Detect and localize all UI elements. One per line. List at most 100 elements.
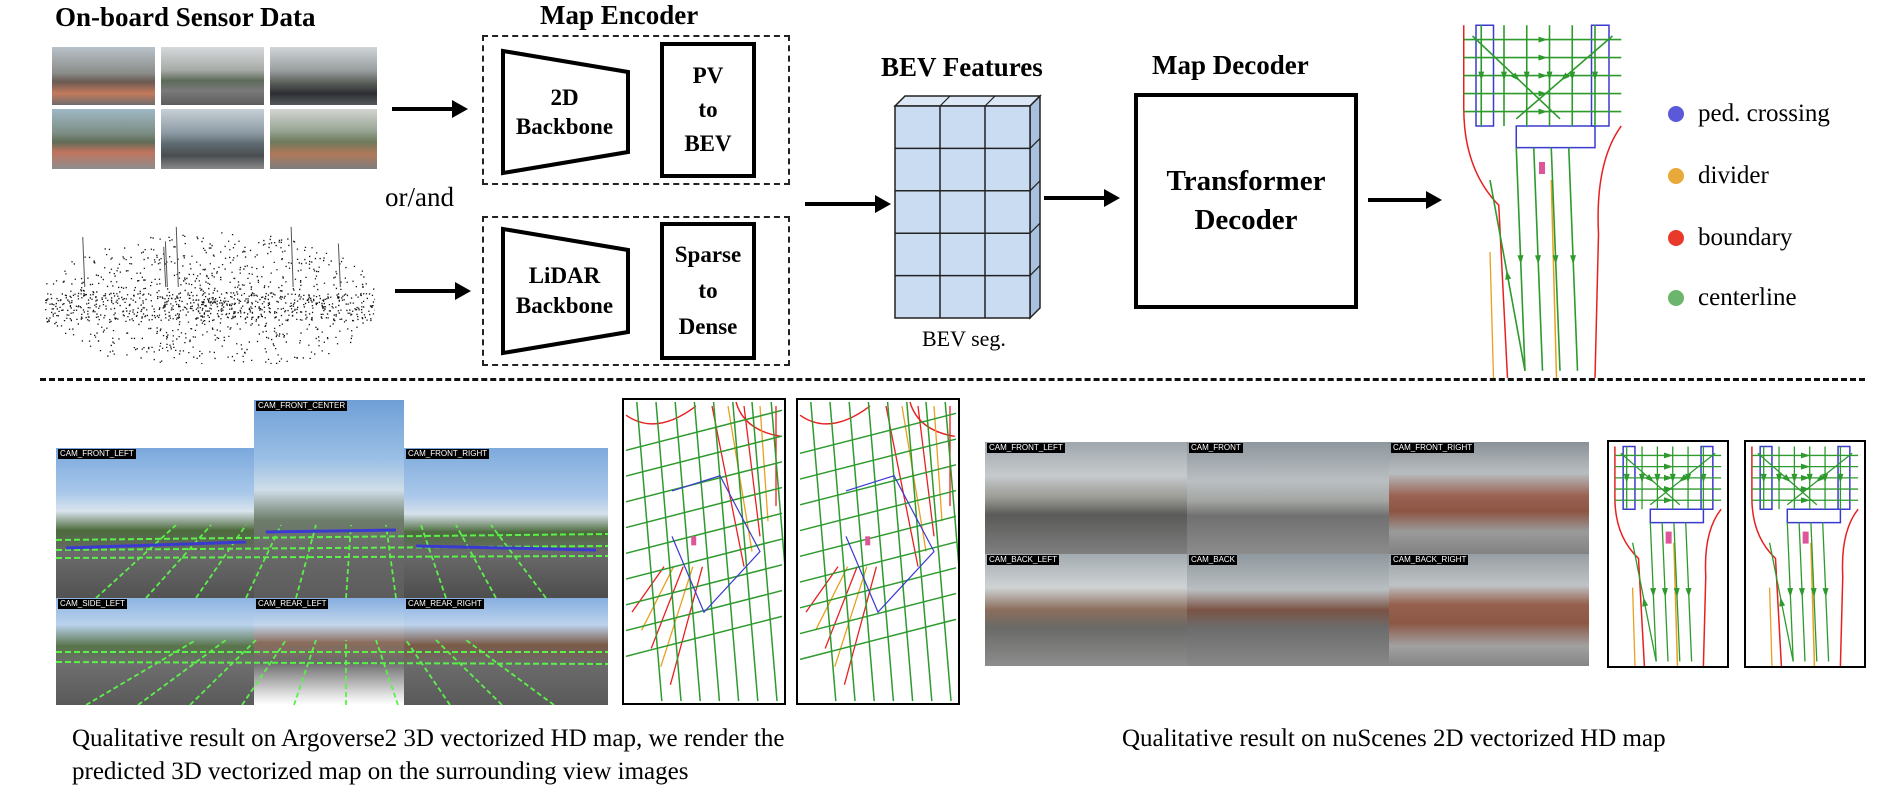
lidar-backbone-trapezoid (501, 226, 630, 356)
projected-centerline (137, 639, 227, 705)
direction-arrow (1663, 474, 1673, 481)
map-encoder-title: Map Encoder (540, 0, 699, 30)
boundary-line (799, 405, 871, 425)
centerline-segment (712, 401, 740, 702)
pv-to-bev-box: PV to BEV (660, 42, 756, 178)
centerline-segment (799, 412, 957, 455)
projected-centerline (385, 524, 397, 599)
nuscenes-cam-back-left: CAM_BACK_LEFT (985, 554, 1187, 666)
direction-arrow (1478, 71, 1485, 81)
direction-arrow (1800, 486, 1810, 493)
direction-arrow (1806, 473, 1813, 483)
argoverse-camera-mosaic: CAM_FRONT_CENTER CAM_FRONT_LEFT CAM_FRON… (56, 400, 608, 705)
lane-line (933, 406, 943, 522)
boundary-line (909, 401, 955, 438)
bev-feature-cube (893, 94, 1042, 320)
direction-arrow (1654, 473, 1661, 483)
direction-arrow (1523, 71, 1530, 81)
camera-thumbnail (161, 47, 264, 105)
direction-arrow (1663, 452, 1673, 459)
projected-centerline (195, 524, 247, 599)
direction-arrow (1798, 587, 1805, 598)
centerline-segment (810, 401, 837, 702)
projected-centerline (56, 533, 608, 541)
argoverse-map-ground-truth (796, 398, 960, 705)
sparse-to-dense-line3: Dense (678, 314, 738, 339)
centerline-segment (848, 401, 875, 702)
argoverse-cam-front-right: CAM_FRONT_RIGHT (404, 448, 608, 598)
argoverse-projected-lines (56, 524, 608, 705)
camera-thumbnail (52, 109, 155, 169)
or-and-label: or/and (385, 182, 454, 212)
centerline-segment (625, 409, 783, 452)
centerline-segment (770, 401, 784, 565)
nuscenes-map-prediction (1607, 440, 1729, 668)
boundary-line (1839, 508, 1859, 666)
pv-to-bev-line3: BEV (684, 131, 732, 156)
nuscenes-cam-front-left: CAM_FRONT_LEFT (985, 442, 1187, 554)
arrow-camera-to-encoder (392, 100, 468, 118)
bev-grid-line (1029, 137, 1041, 149)
direction-arrow (1787, 587, 1794, 598)
direction-arrow (1837, 473, 1844, 483)
direction-arrow (1538, 72, 1548, 79)
lane-line (885, 405, 919, 567)
centerline-segment (799, 464, 957, 506)
nuscenes-map-ground-truth-svg (1751, 445, 1859, 666)
lane-line (917, 405, 935, 537)
direction-arrow (1642, 597, 1649, 607)
ego-vehicle (1802, 531, 1809, 544)
direction-arrow (1592, 71, 1598, 81)
boundary-line (1751, 446, 1783, 666)
legend-dot (1668, 106, 1684, 122)
bev-grid-line (1029, 265, 1041, 277)
sensor-data-title: On-board Sensor Data (55, 2, 316, 32)
boundary-line (1702, 508, 1722, 666)
direction-arrow (1569, 255, 1576, 265)
projected-centerline (345, 524, 352, 599)
lidar-points (45, 232, 375, 364)
cam-label: CAM_FRONT_LEFT (987, 443, 1065, 453)
legend: ped. crossing divider boundary centerlin… (1668, 100, 1898, 330)
cam-label: CAM_REAR_LEFT (256, 599, 329, 609)
legend-label: ped. crossing (1698, 100, 1830, 127)
pv-to-bev-line1: PV (692, 63, 724, 88)
lane-line (711, 405, 745, 567)
arrow-bev-to-decoder (1044, 189, 1120, 207)
lidar-point-cloud (45, 226, 375, 364)
2d-backbone-line1: 2D (550, 85, 579, 110)
boundary-line (1594, 125, 1622, 379)
divider-line (1810, 542, 1816, 666)
direction-arrow (1552, 255, 1559, 265)
legend-dot (1668, 168, 1684, 184)
direction-arrow (1800, 497, 1810, 504)
nuscenes-caption: Qualitative result on nuScenes 2D vector… (1122, 725, 1666, 752)
lidar-backbone-line2: Backbone (515, 293, 614, 318)
boundary-line (1614, 446, 1646, 666)
centerline-segment (625, 461, 783, 503)
lane-line (660, 566, 694, 667)
direction-arrow (1639, 473, 1646, 483)
2d-backbone-label: 2D Backbone (502, 75, 627, 149)
centerline-segment (625, 615, 783, 658)
projected-centerline (405, 639, 451, 705)
lidar-pole (175, 226, 179, 288)
arrow-decoder-to-map (1368, 191, 1442, 209)
direction-arrow (1511, 72, 1520, 81)
legend-dot (1668, 230, 1684, 246)
projected-centerline (241, 639, 287, 705)
centerline-segment (886, 401, 914, 702)
centerline-segment (625, 512, 783, 555)
divider-line (1489, 251, 1495, 379)
divider-line (1631, 587, 1636, 666)
centerline-segment (625, 564, 783, 606)
direction-arrow (1779, 597, 1786, 607)
argoverse-map-prediction (622, 398, 786, 705)
bev-cube-top (893, 95, 1042, 107)
ped-crossing (1759, 445, 1773, 510)
sparse-to-dense-line2: to (698, 278, 718, 303)
legend-item-divider: divider (1668, 162, 1769, 190)
centerline-segment (799, 567, 957, 609)
nuscenes-camera-mosaic: CAM_FRONT_LEFT CAM_FRONT CAM_FRONT_RIGHT… (985, 442, 1589, 666)
centerline-segment (829, 401, 856, 702)
